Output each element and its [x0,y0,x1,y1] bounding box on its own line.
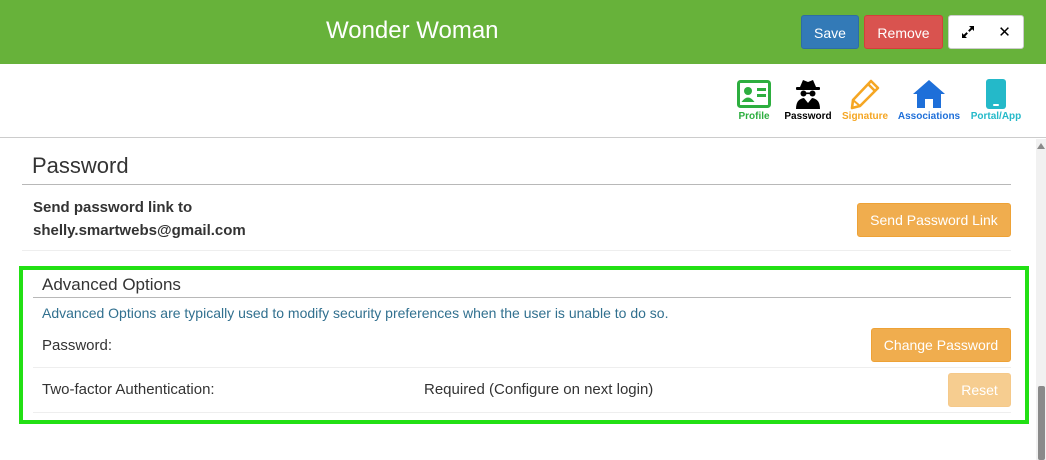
close-button[interactable]: ✕ [986,16,1023,48]
two-factor-status: Required (Configure on next login) [424,381,654,398]
scrollbar-thumb[interactable] [1038,386,1045,460]
nav-label-profile: Profile [738,111,770,122]
pencil-icon [850,79,880,110]
two-factor-label: Two-factor Authentication: [42,381,215,398]
home-icon [913,80,945,108]
nav-label-password: Password [784,111,832,122]
nav-label-portal-app: Portal/App [970,111,1022,122]
divider [33,297,1011,298]
page-title: Wonder Woman [326,17,499,44]
scrollbar-track[interactable] [1036,139,1046,460]
save-button[interactable]: Save [801,15,859,49]
nav-item-profile[interactable]: Profile [736,78,772,122]
advanced-options-title: Advanced Options [42,275,181,294]
send-password-text: Send password link to shelly.smartwebs@g… [33,196,246,242]
expand-arrows-icon [961,26,974,38]
divider [33,412,1011,413]
send-password-link-button[interactable]: Send Password Link [857,203,1011,237]
nav-label-signature: Signature [842,111,889,122]
section-title: Password [32,153,129,178]
reset-two-factor-button[interactable]: Reset [948,373,1011,407]
change-password-button[interactable]: Change Password [871,328,1011,362]
header-bar: Wonder Woman Save Remove ✕ [0,0,1046,64]
email-address: shelly.smartwebs@gmail.com [33,222,246,239]
divider [22,250,1011,251]
send-password-label: Send password link to [33,199,193,216]
password-label: Password: [42,337,113,354]
window-controls: ✕ [948,15,1024,49]
nav-item-password[interactable]: Password [784,78,832,122]
nav-label-associations: Associations [897,111,961,122]
nav-item-portal-app[interactable]: Portal/App [968,78,1024,122]
spy-icon [796,80,820,109]
close-icon: ✕ [998,24,1011,41]
section-nav: Profile Password Signature [0,64,1046,138]
mobile-phone-icon [986,79,1006,109]
advanced-options-highlight [19,266,1029,424]
scroll-up-arrow[interactable] [1037,143,1045,149]
id-card-icon [737,80,771,108]
nav-item-associations[interactable]: Associations [897,78,961,122]
expand-button[interactable] [949,16,986,48]
divider [22,184,1011,185]
nav-item-signature[interactable]: Signature [842,78,888,122]
remove-button[interactable]: Remove [864,15,943,49]
divider [33,367,1011,368]
advanced-options-description: Advanced Options are typically used to m… [42,305,669,321]
